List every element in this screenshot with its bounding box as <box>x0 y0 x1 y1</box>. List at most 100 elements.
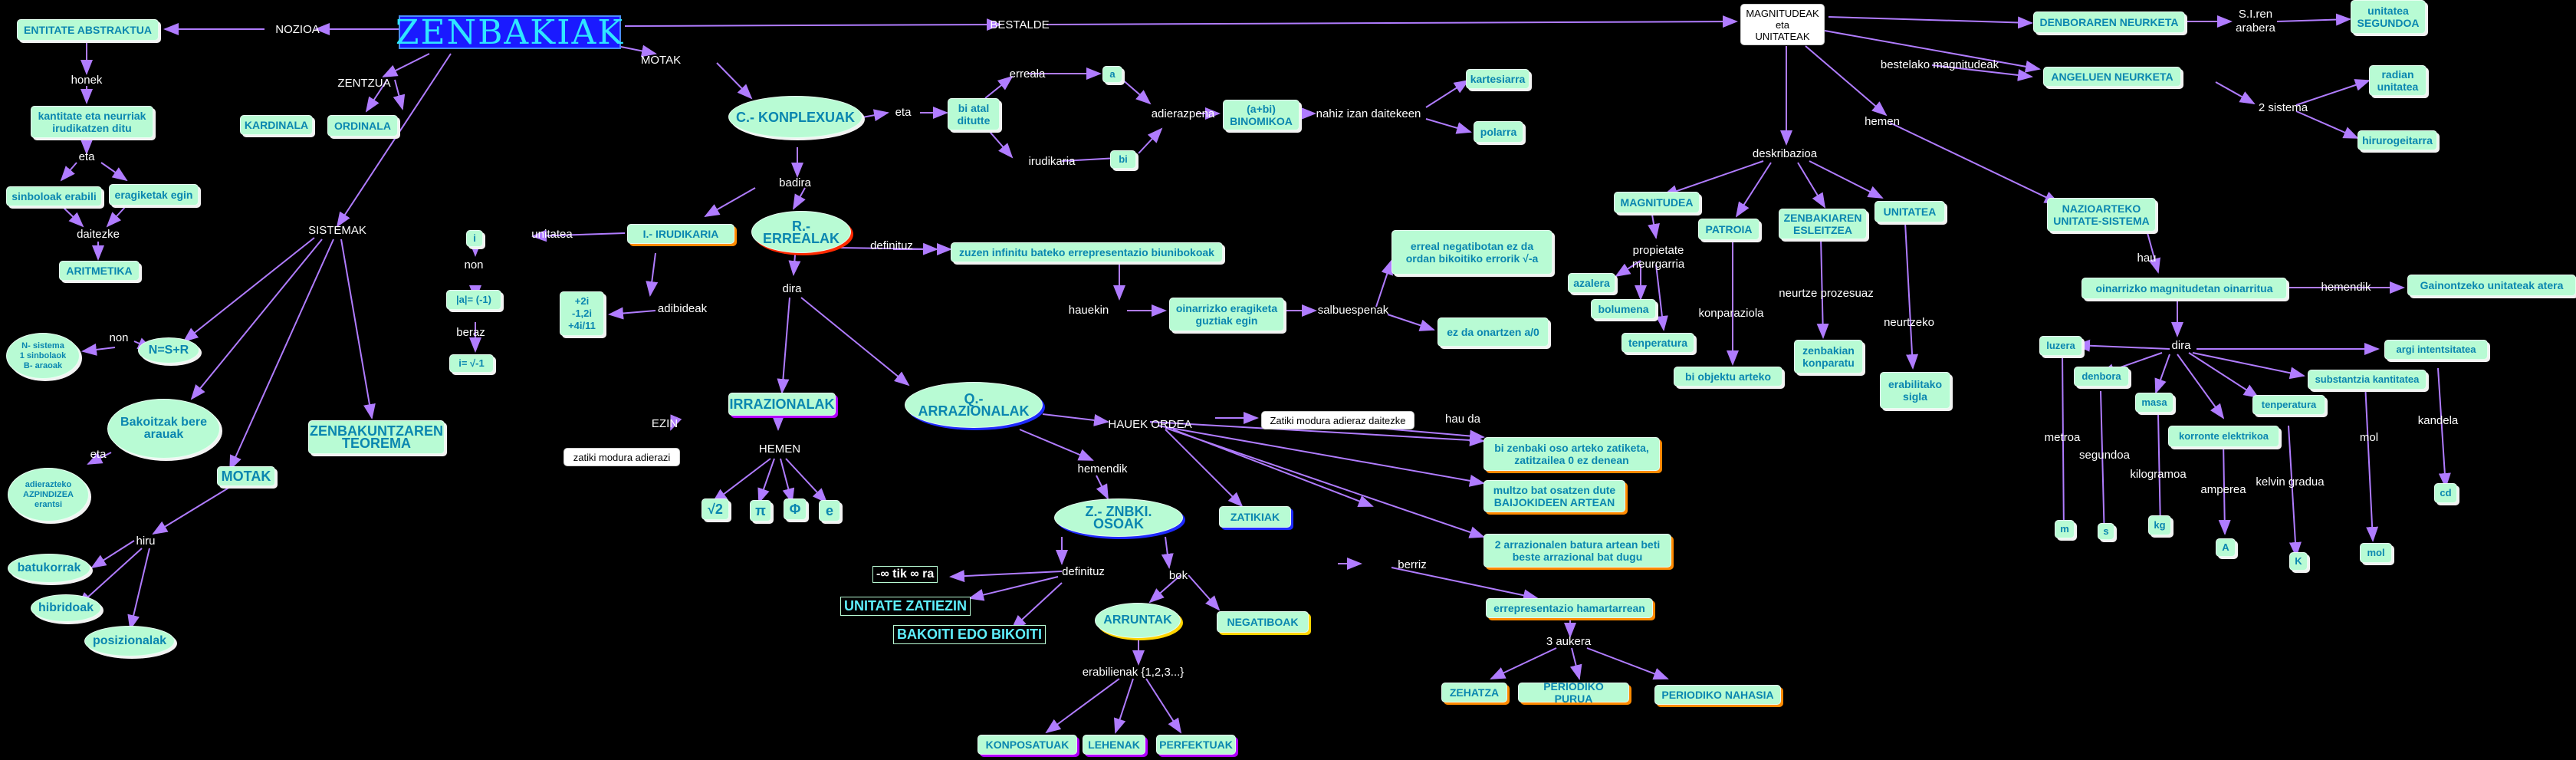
denboraren-neurketa-node: DENBORAREN NEURKETA <box>2033 12 2185 33</box>
bi-objektu-node: bi objektu arteko <box>1674 367 1783 387</box>
hauekin-label: hauekin <box>1068 304 1109 317</box>
zentzua-label: ZENTZUA <box>337 77 391 90</box>
dira-label: dira <box>782 282 802 295</box>
korronte-node: korronte elektrikoa <box>2168 426 2279 447</box>
pi-node: π <box>750 500 771 521</box>
zenbakian-konparatu-node: zenbakian konparatu <box>1794 340 1863 373</box>
q-arrazionalak-node: Q.- ARRAZIONALAK <box>905 382 1043 428</box>
unitatea-label: unitatea <box>531 228 573 241</box>
phi-node: Φ <box>784 498 807 520</box>
k-unit-node: K <box>2289 552 2308 571</box>
hemendik-label-2: hemendik <box>2321 281 2371 294</box>
zatiki-modura-node: Zatiki modura adieraz daitezke <box>1261 411 1414 429</box>
negatiboak-node: NEGATIBOAK <box>1217 611 1309 633</box>
hau-label: hau <box>2137 252 2157 265</box>
hemendik-label: hemendik <box>1077 462 1128 475</box>
motak-label: MOTAK <box>640 54 682 67</box>
tenperatura-mag-node: tenperatura <box>1622 333 1694 353</box>
bok-label: bok <box>1168 569 1188 582</box>
errepresentazio-hamartarrean-node: errepresentazio hamartarrean <box>1486 598 1653 618</box>
bakoitzak-node: Bakoitzak bere arauak <box>107 399 220 459</box>
hiru-label: hiru <box>136 535 156 548</box>
neurtzeko-label: neurtzeko <box>1884 316 1934 329</box>
hemen-label-2: hemen <box>1865 115 1900 128</box>
m-unit-node: m <box>2055 520 2075 538</box>
perfektuak-node: PERFEKTUAK <box>1156 735 1236 755</box>
multzo-bat-node: multzo bat osatzen dute BAIJOKIDEEN ARTE… <box>1484 480 1625 512</box>
segundoa-label: segundoa <box>2079 449 2130 462</box>
daitezke-label: daitezke <box>77 228 120 241</box>
honek-label: honek <box>71 74 103 87</box>
masa-node: masa <box>2135 393 2174 413</box>
kantitate-node: kantitate eta neurriak irudikatzen ditu <box>31 106 153 138</box>
definituz-label-2: definituz <box>1062 565 1105 578</box>
kg-unit-node: kg <box>2148 515 2171 535</box>
lehenak-node: LEHENAK <box>1083 735 1145 755</box>
ordinala-node: ORDINALA <box>327 115 398 137</box>
c-konplexuak-node: C.- KONPLEXUAK <box>728 96 863 138</box>
kandela-label: kandela <box>2417 414 2459 427</box>
bi-atal-node: bi atal ditutte <box>948 98 1000 130</box>
i-irudikaria-node: I.- IRUDIKARIA <box>627 224 734 244</box>
non-label: non <box>109 331 129 344</box>
unitatea-segundoa-node: unitatea SEGUNDOA <box>2351 0 2426 34</box>
i-equation-1-node: |a|= (-1) <box>446 290 501 310</box>
z-osoak-node: Z.- ZNBKI. OSOAK <box>1054 498 1183 537</box>
a-unit-node: A <box>2216 538 2236 557</box>
batukorrak-node: batukorrak <box>8 554 90 583</box>
3-aukera-label: 3 aukera <box>1546 635 1592 648</box>
arruntak-node: ARRUNTAK <box>1095 603 1181 638</box>
konposatuak-node: KONPOSATUAK <box>978 735 1077 755</box>
kartesiarra-node: kartesiarra <box>1466 69 1530 89</box>
beraz-label: beraz <box>456 326 485 339</box>
deskribazioa-label: deskribazioa <box>1752 147 1818 160</box>
kelvin-label: kelvin gradua <box>2256 475 2325 489</box>
propietate-label: propietate neurgarria <box>1631 244 1685 271</box>
denbora-node: denbora <box>2074 367 2129 387</box>
polarra-node: polarra <box>1474 121 1523 143</box>
sqrt2-node: √2 <box>702 498 729 520</box>
hau-da-label: hau da <box>1445 413 1480 426</box>
bi-arrazional-node: 2 arrazionalen batura artean beti beste … <box>1484 534 1671 568</box>
magnitudea-node: MAGNITUDEA <box>1614 192 1700 213</box>
unitatea-node: UNITATEA <box>1875 201 1945 222</box>
patroia-node: PATROIA <box>1698 219 1760 240</box>
substantzia-node: substantzia kantitatea <box>2308 370 2426 390</box>
n-equation-node: N=S+R <box>138 337 199 364</box>
eta-label: eta <box>78 150 95 163</box>
zatikiak-node: ZATIKIAK <box>1219 506 1291 528</box>
erabilienak-label: erabilienak {1,2,3...} <box>1082 666 1184 679</box>
ez-da-onartzen-node: ez da onartzen a/0 <box>1438 317 1549 347</box>
zehatza-node: ZEHATZA <box>1441 683 1507 702</box>
unitate-zatiezin-node: UNITATE ZATIEZIN <box>840 597 971 616</box>
magnitudeak-unitateak-node: MAGNITUDEAK eta UNITATEAK <box>1740 4 1825 45</box>
hibridoak-node: hibridoak <box>31 594 101 622</box>
metroa-label: metroa <box>2044 431 2081 444</box>
oinarrizko-eragiketa-node: oinarrizko eragiketa guztiak egin <box>1169 298 1284 331</box>
eta-label-3: eta <box>895 106 912 119</box>
examples-node: +2i -1,2i +4i/11 <box>560 291 604 336</box>
kilogramoa-label: kilogramoa <box>2130 468 2187 481</box>
adierazpena-label: adierazpena <box>1151 107 1215 120</box>
neurtze-label: neurtze prozesuaz <box>1779 287 1874 300</box>
zuzen-node: zuzen infinitu bateko errepresentazio bi… <box>951 242 1223 262</box>
main-title: ZENBAKIAK <box>395 12 625 52</box>
bakoiti-edo-bikoiti-node: BAKOITI EDO BIKOITI <box>893 625 1046 644</box>
tenperatura-si-node: tenperatura <box>2252 395 2325 415</box>
aritmetika-node: ARITMETIKA <box>59 261 140 281</box>
entitate-abstraktua-node: ENTITATE ABSTRAKTUA <box>17 19 159 41</box>
infinity-range-node: -∞ tik ∞ ra <box>872 566 938 583</box>
azalera-node: azalera <box>1568 273 1615 293</box>
n-sistema-node: N- sistema 1 sinbolaok B- araoak <box>6 333 80 379</box>
motak-node: MOTAK <box>217 466 275 486</box>
konparaziola-label: konparaziola <box>1698 307 1764 320</box>
s-unit-node: s <box>2098 523 2114 540</box>
bi-node: bi <box>1110 150 1136 169</box>
eta-label-2: eta <box>90 448 107 461</box>
hemen-label: HEMEN <box>758 443 801 456</box>
ezin-label: EZIN <box>651 417 678 430</box>
irrazionalak-node: IRRAZIONALAK <box>728 393 836 416</box>
posizionalak-node: posizionalak <box>84 626 175 656</box>
zenbakuntza-node: ZENBAKUNTZAREN TEOREMA <box>308 420 445 454</box>
non-label-2: non <box>464 258 484 271</box>
